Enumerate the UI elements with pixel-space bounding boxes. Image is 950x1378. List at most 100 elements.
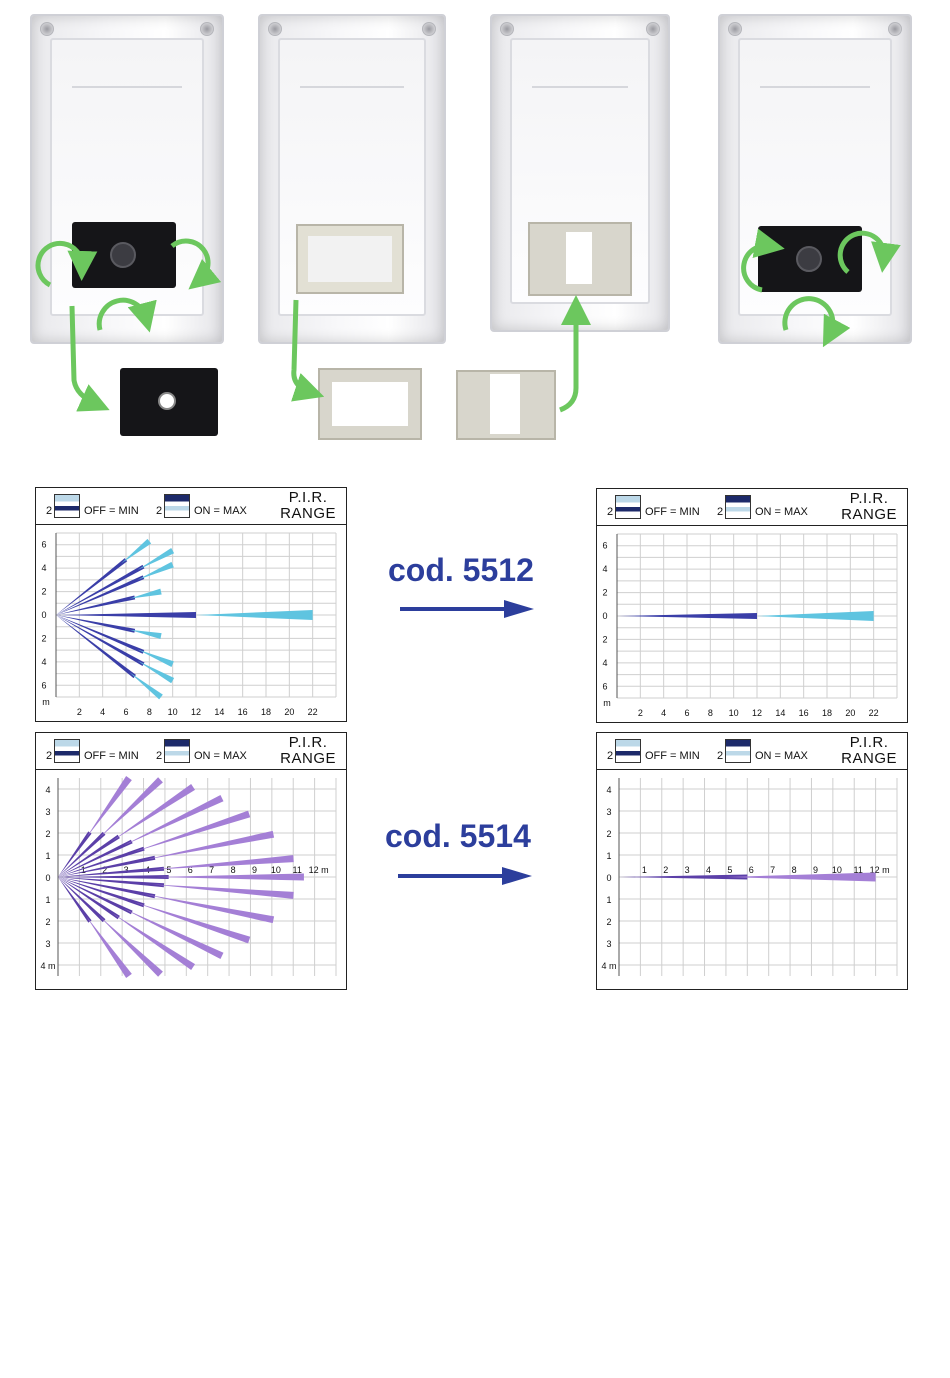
tick-label: 6 (41, 540, 46, 550)
main-beam (617, 613, 757, 619)
remove-arrow-icon (291, 299, 325, 402)
screw (200, 22, 214, 36)
switch-off-label: OFF = MIN (84, 505, 139, 517)
screw (728, 22, 742, 36)
tick-label: 10 (729, 708, 739, 718)
side-beam (137, 561, 174, 580)
tick-label: 2 (41, 633, 46, 643)
frame-opening (332, 382, 408, 426)
pir-title-line1: P.I.R. (288, 734, 328, 751)
side-beam (121, 538, 152, 564)
dip-switch-on-icon (725, 495, 751, 519)
tick-label: 5 (166, 865, 171, 875)
tick-label: 10 (271, 865, 281, 875)
fan-beam (58, 839, 133, 877)
tick-label: 5 (727, 865, 732, 875)
switch-number: 2 (607, 506, 614, 518)
switch-on-label: ON = MAX (755, 506, 808, 518)
chart-header: 2 OFF = MIN 2 ON = MAX P.I.R.RANGE (597, 489, 907, 526)
fan-beam (58, 866, 165, 877)
pir-title-line2: RANGE (841, 750, 897, 767)
dip-switch-off-icon (615, 495, 641, 519)
tick-label: 6 (123, 707, 128, 717)
tick-label: 7 (770, 865, 775, 875)
tick-label: 8 (708, 708, 713, 718)
tick-label: 4 (661, 708, 666, 718)
screw (40, 22, 54, 36)
switch-off-label: OFF = MIN (84, 750, 139, 762)
green-arrows-overlay (35, 228, 901, 413)
pir-range-title: P.I.R.RANGE (841, 491, 897, 523)
arrow-right-icon (400, 600, 534, 618)
spacer-frame (318, 368, 422, 440)
fan-beam (123, 908, 224, 960)
tick-label: 2 (663, 865, 668, 875)
housing-back-4 (718, 14, 912, 344)
tick-label: 14 (214, 707, 224, 717)
fan-beam (58, 877, 92, 923)
switch-number: 2 (156, 505, 163, 517)
fan-beam (58, 877, 106, 923)
tick-label: 2 (638, 708, 643, 718)
main-beam (56, 612, 196, 618)
fan-beam (156, 873, 304, 881)
side-beam (137, 660, 175, 684)
tick-label: 7 (209, 865, 214, 875)
tick-label: 6 (684, 708, 689, 718)
tick-label: 2 (45, 917, 50, 927)
tick-label: 12 (191, 707, 201, 717)
switch-number: 2 (46, 750, 53, 762)
side-beam (56, 615, 136, 633)
switch-on-label: ON = MAX (194, 505, 247, 517)
pir-range-chart-5512-max: 2 OFF = MIN 2 ON = MAX P.I.R.RANGE 2 4 6 8 1… (596, 488, 908, 723)
dip-switch-on-icon (164, 739, 190, 763)
tick-label: 4 (41, 657, 46, 667)
tick-label: 2 (606, 917, 611, 927)
arrow-right-icon (398, 867, 532, 885)
fan-beam (58, 831, 106, 877)
tick-label: 2 (606, 829, 611, 839)
switch-number: 2 (156, 750, 163, 762)
tick-label: 0 (41, 610, 46, 620)
tick-label: 12 (752, 708, 762, 718)
fan-beam (99, 777, 163, 839)
tick-label: 4 m (40, 961, 55, 971)
tick-label: 2 (602, 588, 607, 598)
fan-beam (58, 834, 120, 877)
rotate-arrow-icon (35, 240, 98, 288)
tick-label: 4 (41, 563, 46, 573)
frame-opening (308, 236, 392, 282)
fan-beam (99, 915, 163, 977)
tick-label: 6 (602, 541, 607, 551)
side-beam (56, 615, 145, 666)
tick-label: 11 (293, 865, 302, 875)
fan-beam (58, 877, 156, 899)
tick-label: 3 (124, 865, 129, 875)
tick-label: 0 (602, 611, 607, 621)
tick-label: 2 (602, 634, 607, 644)
tick-label: 3 (45, 807, 50, 817)
remove-arrow-icon (69, 305, 110, 412)
pir-title-line1: P.I.R. (849, 734, 889, 751)
product-code-5514: cod. 5514 (385, 818, 531, 854)
tick-label: 3 (606, 807, 611, 817)
mask-plate (456, 370, 556, 440)
tick-label: 8 (147, 707, 152, 717)
tick-label: 1 (606, 851, 611, 861)
tick-label: 4 (45, 785, 50, 795)
fan-beam (144, 830, 275, 860)
switch-number: 2 (717, 506, 724, 518)
rotate-arrow-icon (837, 230, 901, 274)
tick-label: 20 (845, 708, 855, 718)
tick-label: 22 (869, 708, 879, 718)
fan-beam (112, 913, 196, 971)
mask-slot (566, 232, 592, 284)
main-beam (725, 872, 876, 882)
fan-beam (58, 831, 92, 877)
